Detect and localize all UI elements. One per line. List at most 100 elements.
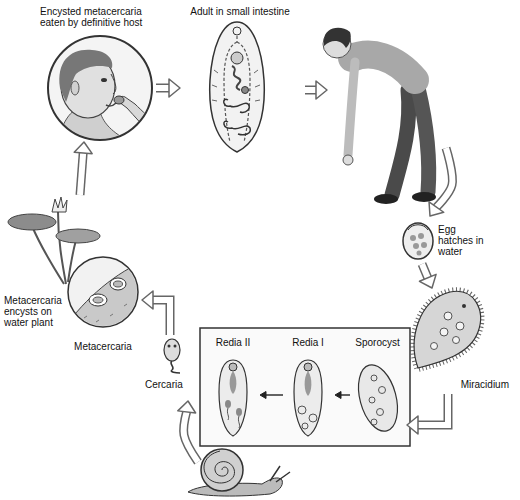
redia-one-part	[305, 371, 312, 396]
metacercaria-inset	[60, 257, 142, 340]
stage-node: Redia II	[208, 334, 260, 442]
redia-two-part	[219, 360, 247, 436]
stage-label: Sporocyst	[350, 337, 405, 348]
snail-part	[201, 449, 243, 491]
cycle-connector	[335, 392, 350, 399]
miracidium-part	[456, 322, 464, 330]
sporocyst	[352, 360, 404, 435]
sporocyst-part	[369, 397, 375, 403]
redia-one-part	[304, 363, 312, 371]
redia-one-part	[298, 406, 306, 414]
person-figure-part	[412, 192, 436, 202]
stage-node: Metacercaria	[66, 255, 142, 355]
metacercaria-inset-part-part	[89, 294, 107, 306]
arrow-shaft	[80, 152, 83, 195]
water-plant-part	[52, 197, 67, 212]
cycle-connector	[156, 79, 180, 97]
cycle-connector	[260, 392, 283, 399]
host-inset-part-part	[59, 50, 112, 102]
redia-one-part	[294, 360, 322, 436]
adult-fluke-part	[212, 70, 260, 101]
adult-fluke-part	[233, 27, 241, 35]
host-inset	[48, 36, 160, 142]
host-inset-part-part	[71, 81, 79, 95]
redia-one	[294, 360, 322, 436]
arrow-shaft	[80, 152, 83, 195]
arrow-head	[169, 79, 180, 97]
person-figure-part	[418, 88, 429, 192]
snail-part	[204, 451, 235, 483]
stage-node: Miracidium	[405, 288, 511, 394]
snail-part	[270, 466, 290, 482]
person-figure	[323, 28, 436, 204]
cycle-connector	[419, 264, 436, 288]
metacercaria-inset-part-part	[93, 297, 103, 303]
host-inset-part-part	[111, 74, 116, 94]
egg-part	[421, 242, 427, 248]
arrow-head	[178, 401, 196, 413]
person-figure-part	[352, 55, 415, 80]
egg-part	[413, 243, 419, 249]
adult-fluke-part	[231, 52, 243, 64]
host-inset-part-part	[114, 96, 124, 104]
metacercaria-inset-part	[68, 257, 138, 327]
redia-one-part	[309, 414, 317, 422]
host-inset-part-part	[101, 78, 107, 82]
host-inset-part	[58, 50, 160, 142]
adult-fluke-part	[224, 36, 250, 142]
host-inset-part-part	[118, 96, 160, 142]
water-plant-part	[56, 229, 100, 243]
arrow-head	[407, 416, 418, 434]
cycle-arrow	[305, 81, 327, 99]
stage-label: Redia II	[208, 337, 258, 348]
stage-label: Redia I	[283, 337, 333, 348]
redia-two-part	[227, 408, 228, 420]
arrow-shaft	[422, 264, 428, 279]
host-inset-part	[48, 36, 152, 140]
miracidium-part	[414, 291, 480, 368]
miracidium-part	[414, 291, 480, 368]
sporocyst-part	[371, 375, 377, 381]
adult-fluke	[210, 22, 265, 152]
redia-two-part	[230, 371, 237, 394]
stage-node: Egg hatches in water	[398, 218, 493, 264]
snail-stages-panel-part	[200, 328, 410, 446]
sporocyst-part	[371, 419, 377, 425]
person-figure-part	[343, 155, 353, 165]
stage-node: Metacercaria encysts on water plantMetac…	[4, 195, 140, 355]
stage-label: Metacercaria	[66, 341, 140, 352]
arrow-shaft	[436, 148, 453, 208]
arrow-head	[316, 81, 327, 99]
miracidium-part	[440, 328, 448, 336]
miracidium-part	[462, 304, 466, 308]
arrow-head	[74, 142, 92, 154]
stage-label: Miracidium	[405, 379, 509, 390]
arrow-head	[260, 392, 266, 399]
miracidium-part	[431, 343, 438, 350]
stage-node: Redia I	[283, 334, 335, 442]
cercaria-part	[164, 339, 180, 361]
cycle-arrow	[178, 401, 198, 462]
arrow-shaft	[184, 411, 198, 462]
arrow-shaft	[152, 300, 170, 335]
cercaria-part	[168, 345, 171, 348]
cercaria-part	[171, 361, 180, 373]
stage-label: Egg hatches in water	[438, 224, 488, 257]
egg	[403, 223, 433, 259]
adult-fluke-part	[210, 22, 265, 152]
redia-one-part	[302, 423, 308, 429]
miracidium-part	[444, 312, 452, 320]
redia-two-part	[238, 416, 239, 428]
miracidium	[414, 291, 480, 368]
adult-fluke-part	[224, 99, 251, 135]
sporocyst-part	[379, 387, 386, 394]
arrow-shaft	[436, 148, 453, 208]
adult-fluke-part	[232, 66, 240, 90]
stage-label: Encysted metacercaria eaten by definitiv…	[40, 6, 154, 28]
stage-node: Sporocyst	[350, 334, 407, 442]
person-figure-part	[348, 62, 355, 155]
water-plant-part	[58, 212, 66, 284]
redia-two-part	[229, 363, 237, 371]
snail	[188, 449, 290, 496]
